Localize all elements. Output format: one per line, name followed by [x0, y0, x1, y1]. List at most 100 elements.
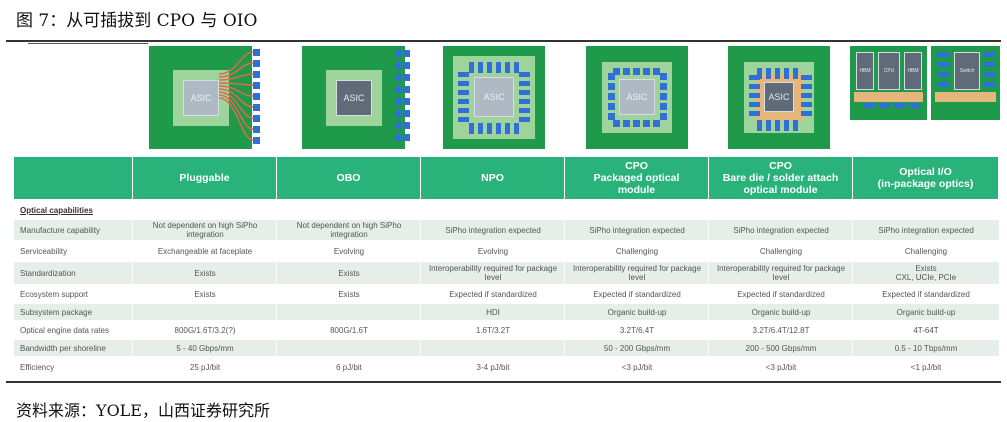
trace-line: [218, 82, 254, 86]
optical-engine: [801, 111, 812, 116]
optical-engine: [984, 72, 995, 77]
optical-engine: [395, 110, 402, 117]
table-header-empty: [14, 157, 132, 199]
trace-line: [218, 94, 254, 130]
column-separator: [420, 157, 421, 377]
asic-chip: ASIC: [336, 80, 372, 116]
optical-engine: [469, 123, 474, 134]
trace-line: [218, 51, 254, 75]
cpo-packaged-image: ASIC: [586, 46, 688, 149]
row-label: Standardization: [20, 268, 76, 278]
optical-engine: [643, 68, 650, 75]
optical-engine: [403, 86, 410, 93]
top-rule: [6, 40, 1001, 42]
optical-engine: [623, 68, 630, 75]
table-cell: SiPho integration expected: [733, 225, 829, 235]
asic-chip: ASIC: [764, 82, 794, 112]
table-cell: Challenging: [904, 246, 948, 256]
table-cell: 4T-64T: [913, 325, 939, 335]
table-cell: 3.2T/6.4T: [619, 325, 655, 335]
table-cell: 1.6T/3.2T: [475, 325, 511, 335]
row-label: Ecosystem support: [20, 289, 89, 299]
table-header-3: NPO: [421, 157, 564, 199]
optical-engine: [253, 137, 260, 144]
table-cell: 25 pJ/bit: [189, 362, 221, 372]
row-label: Serviceability: [20, 246, 68, 256]
optical-engine: [403, 74, 410, 81]
table-cell: Exchangeable at faceplate: [157, 246, 253, 256]
table-cell: Expected if standardized: [737, 289, 825, 299]
substrate-left: [854, 92, 923, 102]
table-cell: SiPho integration expected: [589, 225, 685, 235]
table-cell: Evolving: [333, 246, 365, 256]
optical-engine: [496, 123, 501, 134]
obo-image: ASIC: [302, 46, 412, 149]
asic-chip: ASIC: [183, 80, 219, 116]
optical-engine: [613, 120, 620, 127]
table-cell: 50 - 200 Gbps/mm: [603, 343, 671, 353]
table-cell: Organic build-up: [896, 307, 956, 317]
table-cell: Exists: [194, 289, 216, 299]
optical-engine: [660, 93, 667, 100]
row-label: Efficiency: [20, 362, 55, 372]
optical-engine: [253, 71, 260, 78]
optical-engine: [253, 126, 260, 133]
die-hbm: HBM: [856, 52, 874, 90]
table-cell: SiPho integration expected: [878, 225, 974, 235]
optical-engine: [458, 81, 469, 86]
table-cell: <3 pJ/bit: [765, 362, 797, 372]
optical-engine: [514, 62, 519, 73]
table-cell: 6 pJ/bit: [336, 362, 362, 372]
table-header-4: CPO Packaged optical module: [565, 157, 708, 199]
optical-engine: [403, 98, 410, 105]
table-header-5: CPO Bare die / solder attach optical mod…: [709, 157, 852, 199]
optical-engine: [395, 134, 402, 141]
optical-engine: [253, 60, 260, 67]
optical-engine: [660, 83, 667, 90]
table-header-2: OBO: [277, 157, 420, 199]
optical-engine: [801, 75, 812, 80]
table-cell: Expected if standardized: [882, 289, 970, 299]
table-cell: 200 - 500 Gbps/mm: [745, 343, 817, 353]
optical-engine: [403, 122, 410, 129]
table-cell: 3.2T/6.4T/12.8T: [752, 325, 810, 335]
optical-engine: [395, 74, 402, 81]
asic-chip: ASIC: [619, 79, 655, 115]
optical-engine: [519, 117, 530, 122]
optical-engine: [487, 123, 492, 134]
table-cell: 800G/1.6T: [330, 325, 368, 335]
table-cell: Not dependent on high SiPho integration: [152, 221, 258, 239]
die-switch: Switch: [954, 52, 980, 90]
optical-engine: [749, 75, 760, 80]
table-cell: HDI: [486, 307, 500, 317]
optical-engine: [864, 103, 875, 108]
optical-engine: [613, 68, 620, 75]
optical-engine: [458, 72, 469, 77]
trace-line: [218, 62, 254, 78]
optical-engine: [801, 102, 812, 107]
optical-engine: [775, 120, 780, 131]
trace-line: [218, 91, 254, 119]
table-cell: Exists: [338, 268, 360, 278]
optical-engine: [253, 104, 260, 111]
optical-engine: [519, 99, 530, 104]
row-label: Subsystem package: [20, 307, 93, 317]
asic-chip: ASIC: [474, 77, 514, 117]
table-cell: Interoperability required for package le…: [572, 264, 702, 282]
optical-engine: [403, 62, 410, 69]
optical-engine: [608, 83, 615, 90]
optical-engine: [608, 103, 615, 110]
optical-engine: [395, 50, 402, 57]
table-cell: Exists: [194, 268, 216, 278]
npo-image: ASIC: [443, 46, 545, 149]
column-separator: [708, 157, 709, 377]
optical-engine: [766, 68, 771, 79]
optical-engine: [519, 81, 530, 86]
optical-engine: [757, 68, 762, 79]
bottom-rule: [6, 381, 1001, 383]
section-label: Optical capabilities: [20, 205, 93, 215]
optical-engine: [633, 68, 640, 75]
